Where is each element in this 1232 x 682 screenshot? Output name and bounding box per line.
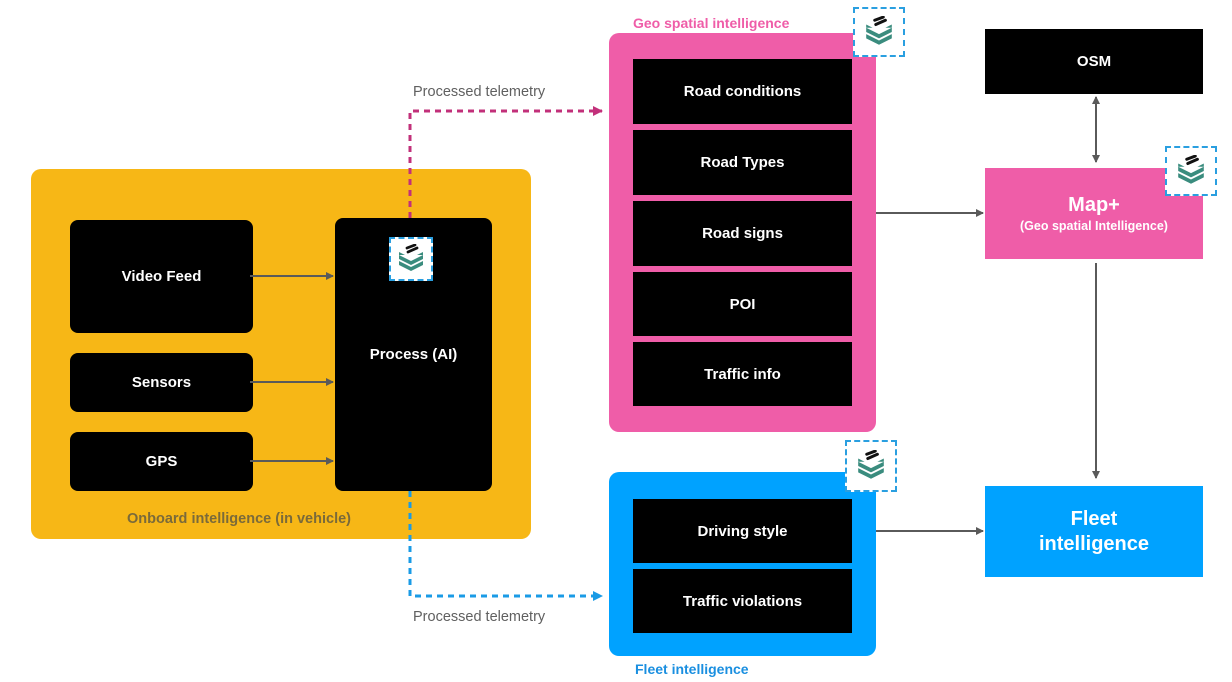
geo-item-road-conditions[interactable]: Road conditions (633, 59, 852, 124)
node-process-ai-label: Process (AI) (369, 346, 458, 363)
fleet-item-traffic-violations[interactable]: Traffic violations (633, 569, 852, 633)
layered-stack-logo-icon (866, 16, 892, 45)
geo-item-label: Road Types (700, 154, 785, 171)
onboard-caption: Onboard intelligence (in vehicle) (127, 511, 351, 527)
node-osm-label: OSM (1076, 53, 1112, 70)
map-plus-subtitle: (Geo spatial Intelligence) (1020, 219, 1168, 233)
geo-item-label: Road signs (702, 225, 783, 242)
geo-item-road-signs[interactable]: Road signs (633, 201, 852, 266)
geo-item-traffic-info[interactable]: Traffic info (633, 342, 852, 406)
node-sensors[interactable]: Sensors (70, 353, 253, 412)
brand-icon-fleet (845, 440, 897, 492)
fleet-item-driving-style[interactable]: Driving style (633, 499, 852, 563)
node-gps[interactable]: GPS (70, 432, 253, 491)
geo-item-poi[interactable]: POI (633, 272, 852, 336)
flow-label-to-geo: Processed telemetry (413, 84, 546, 100)
node-fleet-intelligence[interactable]: Fleet intelligence (985, 486, 1203, 577)
node-sensors-label: Sensors (131, 374, 192, 391)
node-video-feed[interactable]: Video Feed (70, 220, 253, 333)
brand-icon-mapplus (1165, 146, 1217, 196)
brand-icon-process (389, 237, 433, 281)
fleet-item-label: Driving style (697, 522, 788, 540)
geo-item-label: POI (729, 295, 756, 313)
geo-item-label: Road conditions (683, 83, 802, 100)
fleet-item-label: Traffic violations (682, 592, 803, 610)
node-gps-label: GPS (145, 453, 178, 470)
layered-stack-logo-icon (1178, 155, 1204, 184)
fleet-out-line2: intelligence (1038, 532, 1150, 555)
brand-icon-geo (853, 7, 905, 57)
fleet-caption: Fleet intelligence (635, 661, 749, 677)
fleet-out-line1: Fleet (1070, 507, 1118, 530)
geo-item-road-types[interactable]: Road Types (633, 130, 852, 195)
geo-item-label: Traffic info (704, 365, 781, 383)
node-osm[interactable]: OSM (985, 29, 1203, 94)
flow-label-to-fleet: Processed telemetry (413, 609, 546, 625)
map-plus-title: Map+ (1068, 194, 1120, 216)
node-video-feed-label: Video Feed (121, 268, 202, 285)
layered-stack-logo-icon (399, 244, 423, 271)
layered-stack-logo-icon (858, 450, 884, 479)
geo-caption: Geo spatial intelligence (633, 15, 790, 31)
